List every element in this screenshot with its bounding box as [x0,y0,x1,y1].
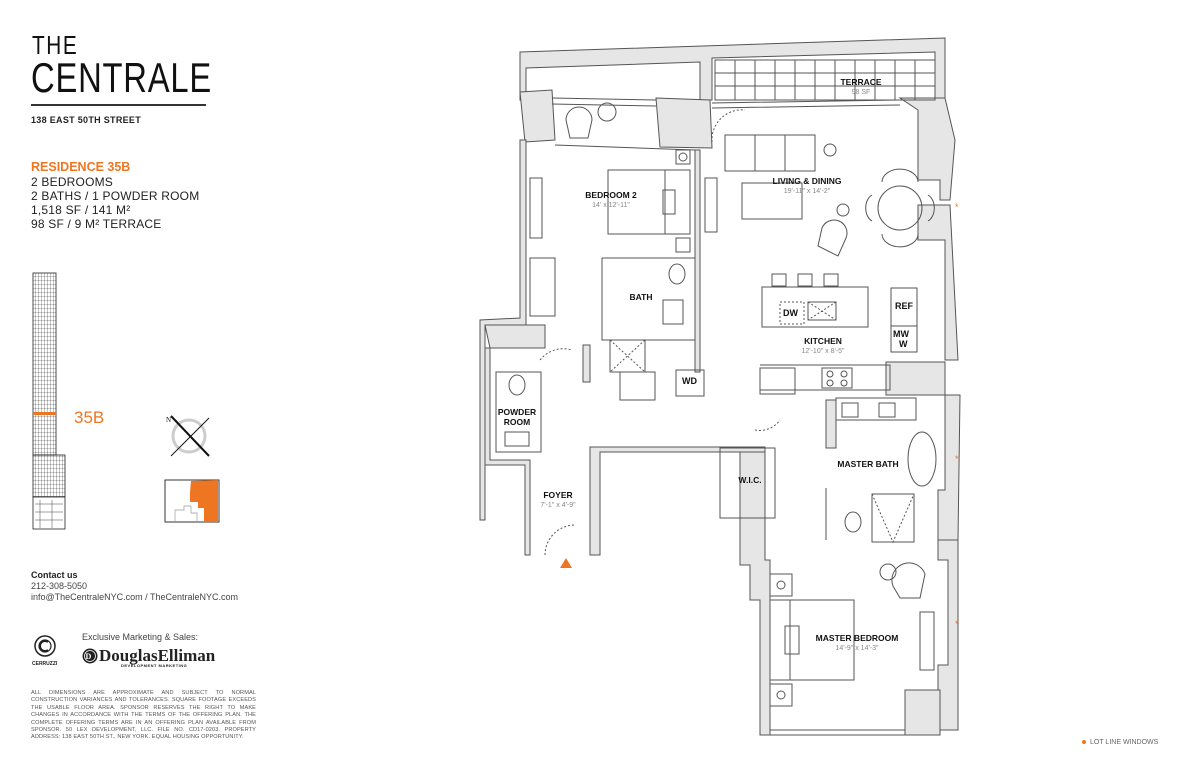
room-name: POWDER ROOM [497,407,537,427]
room-terrace: TERRACE 98 SF [840,77,881,96]
appliance-refrigerator: REF [895,301,913,311]
svg-text:CERRUZZI: CERRUZZI [32,661,58,667]
lot-line-marker: * [955,202,959,212]
legal-disclaimer: ALL DIMENSIONS ARE APPROXIMATE AND SUBJE… [31,690,256,741]
entry-marker-icon [560,558,572,568]
residence-baths: 2 BATHS / 1 POWDER ROOM [31,189,200,203]
building-address: 138 EAST 50TH STREET [31,115,142,125]
room-name: FOYER [543,490,573,500]
brand-divider [31,104,206,106]
douglas-elliman-logo-icon: D [82,648,98,664]
contact-heading: Contact us [31,570,78,580]
residence-terrace: 98 SF / 9 M² TERRACE [31,217,162,231]
room-name: BATH [629,292,653,302]
room-kitchen: KITCHEN 12'-10" x 8'-5" [801,336,844,355]
building-elevation-icon [32,272,66,530]
room-name: W.I.C. [738,475,762,485]
svg-text:D: D [86,652,92,661]
brand-the: THE [32,30,79,60]
brand-name: CENTRALE [31,54,213,101]
room-name: TERRACE [840,77,882,87]
appliance-microwave: MW [893,329,909,339]
marketing-agent-sub: DEVELOPMENT MARKETING [121,663,188,668]
room-name: KITCHEN [804,336,842,346]
contact-web[interactable]: info@TheCentraleNYC.com / TheCentraleNYC… [31,592,239,602]
room-name: MASTER BATH [837,459,899,469]
room-wic: W.I.C. [738,475,761,485]
room-dim: 14'-9" x 14'-3" [835,645,879,652]
residence-bedrooms: 2 BEDROOMS [31,175,114,189]
room-bath: BATH [630,292,653,302]
residence-area: 1,518 SF / 141 M² [31,203,131,217]
room-foyer: FOYER 7'-1" x 4'-9" [540,490,575,509]
north-arrow-icon: N [166,415,210,457]
lot-line-dot-icon [1082,740,1086,745]
room-dim: 14' x 12'-11" [592,202,630,209]
key-plan-map [164,479,220,523]
marketing-label: Exclusive Marketing & Sales: [82,632,199,642]
room-name: BEDROOM 2 [585,190,637,200]
contact-phone[interactable]: 212-308-5050 [31,581,88,591]
legend-label: LOT LINE WINDOWS [1090,739,1159,746]
marketing-agent-name: DouglasElliman [99,646,216,665]
marketing-agent: DouglasElliman DEVELOPMENT MARKETING [99,646,215,668]
room-name: MASTER BEDROOM [815,633,899,643]
room-master-bath: MASTER BATH [837,459,898,469]
developer-logo-icon: CERRUZZI [32,635,58,667]
room-bedroom-2: BEDROOM 2 14' x 12'-11" [585,190,636,209]
appliance-dishwasher: DW [783,308,798,318]
room-dim: 19'-11" x 14'-2" [783,188,831,195]
appliance-wall-oven: W [899,339,908,349]
room-powder-room: POWDER ROOM [497,407,537,427]
room-master-bedroom: MASTER BEDROOM 14'-9" x 14'-3" [816,633,899,652]
appliance-washer-dryer: WD [682,376,697,386]
room-dim: 12'-10" x 8'-5" [801,348,845,355]
room-dim: 98 SF [851,89,871,96]
room-dim: 7'-1" x 4'-9" [540,502,576,509]
lot-line-marker: * [955,454,959,464]
svg-text:N: N [166,416,171,424]
lot-line-marker: * [955,619,959,629]
room-name: LIVING & DINING [772,176,842,186]
room-living-dining: LIVING & DINING 19'-11" x 14'-2" [773,176,842,195]
legend-lot-line: LOT LINE WINDOWS [1082,739,1158,746]
residence-title: RESIDENCE 35B [31,160,131,174]
key-plan-unit-label: 35B [74,408,105,427]
